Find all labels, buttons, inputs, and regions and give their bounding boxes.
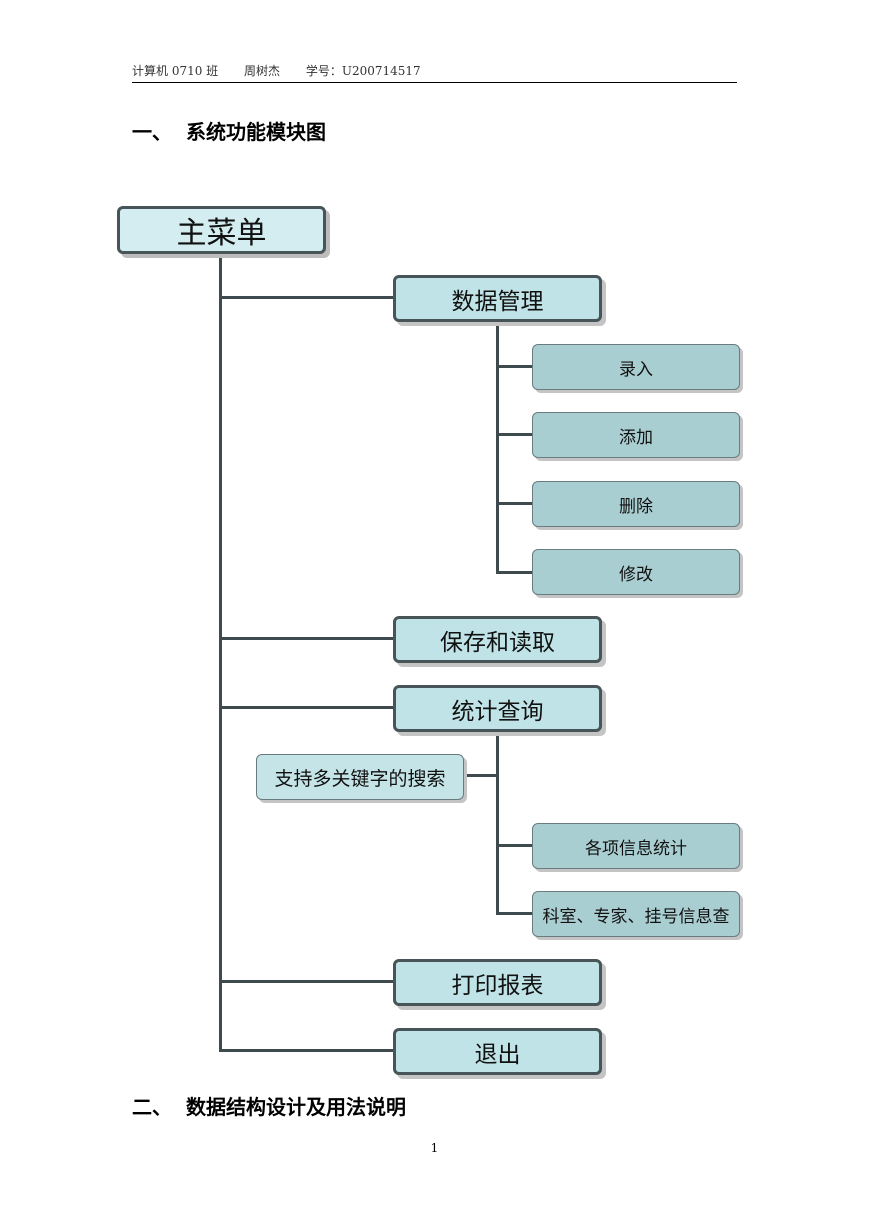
connector-data-mgmt (219, 296, 396, 299)
connector-delete (496, 502, 534, 505)
connector-print-report (219, 980, 396, 983)
add-node: 添加 (532, 412, 740, 458)
header-name: 周树杰 (244, 64, 281, 78)
section-heading-1: 一、系统功能模块图 (132, 116, 326, 145)
connector-add (496, 433, 534, 436)
connector-save-load (219, 637, 396, 640)
modify-node: 修改 (532, 549, 740, 595)
section-title: 系统功能模块图 (186, 120, 326, 144)
print-report-node: 打印报表 (393, 959, 602, 1006)
connector-stats-items (496, 844, 534, 847)
stats-query-node: 统计查询 (393, 685, 602, 732)
connector-stats-query (219, 706, 396, 709)
exit-node: 退出 (393, 1028, 602, 1075)
connector-exit (219, 1049, 396, 1052)
connector-modify (496, 571, 534, 574)
query-dept-node: 科室、专家、挂号信息查 (532, 891, 740, 937)
save-load-node: 保存和读取 (393, 616, 602, 663)
header-student-id: 学号：U200714517 (305, 64, 421, 78)
section-number: 一、 (132, 120, 172, 144)
page-header: 计算机 0710 班 周树杰 学号：U200714517 (132, 62, 737, 83)
section-title: 数据结构设计及用法说明 (186, 1095, 406, 1119)
trunk-line (219, 252, 222, 1052)
section-number: 二、 (132, 1095, 172, 1119)
page-number: 1 (430, 1141, 439, 1155)
main-menu-node: 主菜单 (117, 206, 326, 254)
stats-items-node: 各项信息统计 (532, 823, 740, 869)
branch-stats-query (496, 731, 499, 915)
connector-entry (496, 365, 534, 368)
data-management-node: 数据管理 (393, 275, 602, 322)
section-heading-2: 二、数据结构设计及用法说明 (132, 1091, 406, 1120)
delete-node: 删除 (532, 481, 740, 527)
header-class: 计算机 0710 班 (132, 64, 219, 78)
entry-node: 录入 (532, 344, 740, 390)
multi-key-search-node: 支持多关键字的搜索 (256, 754, 464, 800)
connector-query-dept (496, 912, 534, 915)
connector-multi-key-search (463, 774, 499, 777)
branch-data-mgmt (496, 319, 499, 574)
